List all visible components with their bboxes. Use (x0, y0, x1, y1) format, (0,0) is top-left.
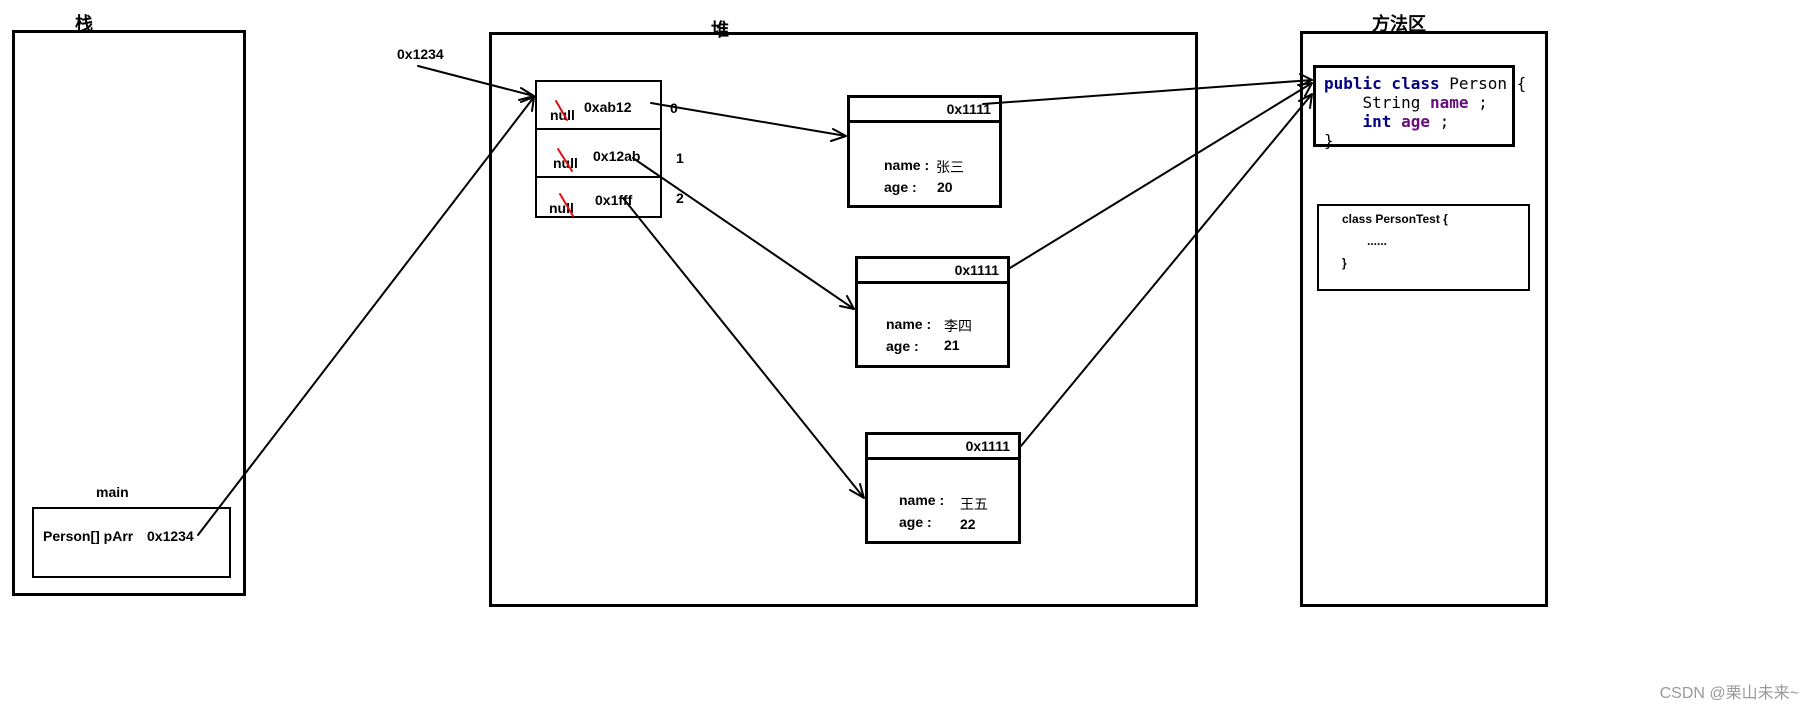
slot-index: 1 (676, 150, 684, 166)
stack-region (12, 30, 246, 596)
arrow-stack-to-array (197, 96, 535, 536)
array-slot (535, 176, 662, 218)
arrow-slot2-to-object (622, 197, 865, 499)
code-field: age (1401, 112, 1430, 131)
class-address: 0x1111 (965, 438, 1010, 454)
name-value: 李四 (944, 318, 972, 334)
object-header: 0x1111 (850, 98, 999, 123)
name-label: name : (884, 157, 930, 173)
slot-old-value: null (549, 200, 574, 216)
variable-value: 0x1234 (147, 528, 194, 544)
person-object: 0x1111 (865, 432, 1021, 544)
code-text: ; (1468, 93, 1488, 112)
array-slot (535, 80, 662, 130)
code-keyword: public class (1324, 74, 1440, 93)
person-test-line: } (1342, 256, 1347, 270)
person-object: 0x1111 (847, 95, 1002, 208)
arrow-object-to-class (982, 73, 1313, 105)
stack-title: 栈 (75, 14, 93, 35)
variable-declaration: Person[] pArr (43, 528, 134, 544)
name-label: name : (886, 316, 932, 332)
slot-value: 0xab12 (584, 99, 632, 115)
age-value: 21 (944, 337, 960, 353)
array-address-label: 0x1234 (397, 46, 444, 62)
age-value: 20 (937, 179, 953, 195)
name-value: 王五 (960, 496, 988, 512)
object-header: 0x1111 (868, 435, 1018, 460)
strike-mark (559, 193, 574, 217)
age-value: 22 (960, 516, 976, 532)
slot-index: 2 (676, 190, 684, 206)
slot-index: 0 (670, 100, 678, 116)
code-text: Person { (1439, 74, 1527, 93)
arrow-object-to-class (1020, 93, 1313, 447)
heap-title: 堆 (711, 20, 729, 41)
watermark: CSDN @栗山未来~ (1659, 685, 1799, 702)
slot-value: 0x1fff (595, 192, 633, 208)
name-value: 张三 (936, 159, 964, 175)
strike-mark (557, 148, 573, 172)
method-area-title: 方法区 (1372, 14, 1426, 35)
slot-value: 0x12ab (593, 148, 641, 164)
arrow-object-to-class (1009, 82, 1313, 269)
class-address: 0x1111 (954, 262, 999, 278)
object-header: 0x1111 (858, 259, 1007, 284)
main-frame (32, 507, 231, 578)
class-address: 0x1111 (946, 101, 991, 117)
code-type: String (1362, 93, 1430, 112)
code-text: ; (1429, 112, 1450, 131)
age-label: age : (899, 514, 932, 530)
code-type: int (1362, 112, 1402, 131)
heap-region (489, 32, 1198, 607)
name-label: name : (899, 492, 945, 508)
strike-mark (555, 100, 568, 121)
person-test-class-box (1317, 204, 1530, 291)
main-frame-label: main (96, 484, 129, 500)
slot-old-value: null (553, 155, 578, 171)
code-field: name (1429, 93, 1469, 112)
age-label: age : (886, 338, 919, 354)
person-class-code: public class Person { String name ; int … (1313, 65, 1526, 150)
person-test-line: ...... (1367, 234, 1388, 248)
slot-old-value: null (550, 107, 575, 123)
method-area-region (1300, 31, 1548, 607)
arrow-slot1-to-object (632, 157, 855, 310)
arrow-label-to-array (417, 65, 535, 101)
arrow-slot0-to-object (650, 102, 847, 142)
person-test-line: class PersonTest { (1342, 212, 1448, 226)
age-label: age : (884, 179, 917, 195)
code-text: } (1324, 131, 1334, 150)
person-object: 0x1111 (855, 256, 1010, 368)
